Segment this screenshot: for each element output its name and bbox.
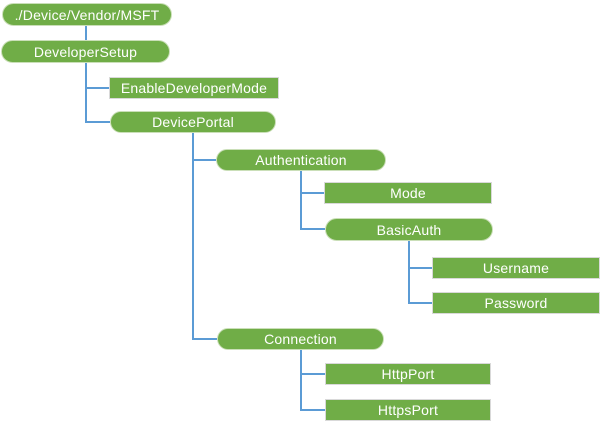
node-deviceportal: DevicePortal [110,111,276,133]
node-root-device-vendor-msft: ./Device/Vendor/MSFT [2,3,172,26]
node-mode: Mode [324,182,492,204]
connector-branch-connection [192,338,217,340]
connector-branch-basicauth [300,228,325,230]
connector-basicauth-trunk [408,241,410,304]
connector-developersetup-trunk [85,63,87,123]
connector-branch-deviceportal [85,121,110,123]
connector-branch-username [408,267,432,269]
node-httpsport: HttpsPort [325,399,491,421]
connector-authentication-trunk [300,171,302,230]
node-username: Username [432,257,600,279]
node-httpport: HttpPort [325,363,491,385]
node-basicauth: BasicAuth [325,218,493,241]
connector-branch-httpport [300,373,325,375]
node-enabledevelopermode: EnableDeveloperMode [109,77,279,99]
connector-branch-httpsport [300,409,325,411]
connector-connection-trunk [300,350,302,411]
connector-branch-enabledevelopermode [85,87,109,89]
node-authentication: Authentication [216,149,386,171]
node-developersetup: DeveloperSetup [1,40,170,63]
node-connection: Connection [217,328,384,350]
node-password: Password [432,292,600,314]
connector-branch-authentication [192,159,216,161]
connector-branch-mode [300,192,324,194]
connector-branch-password [408,302,432,304]
connector-deviceportal-trunk [192,133,194,340]
connector-root-developersetup [85,26,87,40]
